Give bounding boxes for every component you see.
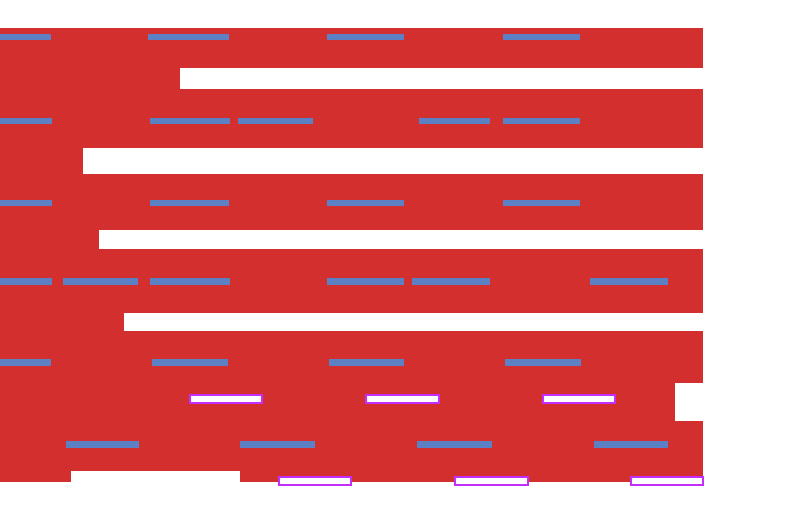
- highlight-box-6[interactable]: [630, 476, 704, 486]
- token-row-4-token-3[interactable]: [150, 278, 230, 285]
- token-row-3-token-4[interactable]: [503, 200, 580, 206]
- gap-5: [675, 383, 703, 421]
- gap-1: [180, 68, 703, 89]
- token-row-2-token-3[interactable]: [238, 118, 313, 124]
- band-row-5b: [0, 471, 71, 482]
- band-row-2: [0, 89, 703, 148]
- highlight-box-2[interactable]: [365, 394, 440, 404]
- token-row-4-token-6[interactable]: [590, 278, 668, 285]
- token-row-6-token-2[interactable]: [240, 441, 315, 448]
- token-row-1-token-1[interactable]: [0, 34, 51, 40]
- token-row-5-token-4[interactable]: [505, 359, 581, 366]
- token-row-6-token-4[interactable]: [594, 441, 668, 448]
- gap-2: [83, 148, 703, 174]
- gap-4: [124, 313, 703, 331]
- token-row-1-token-4[interactable]: [503, 34, 580, 40]
- band-row-4b: [0, 313, 124, 331]
- token-row-6-token-3[interactable]: [417, 441, 492, 448]
- token-row-4-token-4[interactable]: [327, 278, 404, 285]
- token-row-2-token-5[interactable]: [503, 118, 580, 124]
- token-row-5-token-3[interactable]: [329, 359, 404, 366]
- token-row-2-token-1[interactable]: [0, 118, 52, 124]
- token-row-4-token-2[interactable]: [63, 278, 138, 285]
- gap-3: [99, 230, 703, 249]
- token-row-3-token-3[interactable]: [327, 200, 404, 206]
- band-row-2b: [0, 148, 83, 174]
- band-row-1b: [0, 68, 180, 89]
- token-row-5-token-2[interactable]: [152, 359, 228, 366]
- highlight-box-5[interactable]: [454, 476, 529, 486]
- gap-6: [71, 471, 240, 482]
- token-row-3-token-1[interactable]: [0, 200, 52, 206]
- highlight-box-4[interactable]: [278, 476, 352, 486]
- token-row-5-token-1[interactable]: [0, 359, 51, 366]
- band-row-3b: [0, 230, 99, 249]
- token-row-3-token-2[interactable]: [150, 200, 229, 206]
- token-row-6-token-1[interactable]: [66, 441, 139, 448]
- token-row-2-token-2[interactable]: [150, 118, 230, 124]
- highlight-box-1[interactable]: [189, 394, 263, 404]
- token-row-2-token-4[interactable]: [419, 118, 490, 124]
- token-row-4-token-5[interactable]: [412, 278, 490, 285]
- token-row-4-token-1[interactable]: [0, 278, 52, 285]
- token-row-1-token-2[interactable]: [148, 34, 229, 40]
- highlight-box-3[interactable]: [542, 394, 616, 404]
- token-row-1-token-3[interactable]: [327, 34, 404, 40]
